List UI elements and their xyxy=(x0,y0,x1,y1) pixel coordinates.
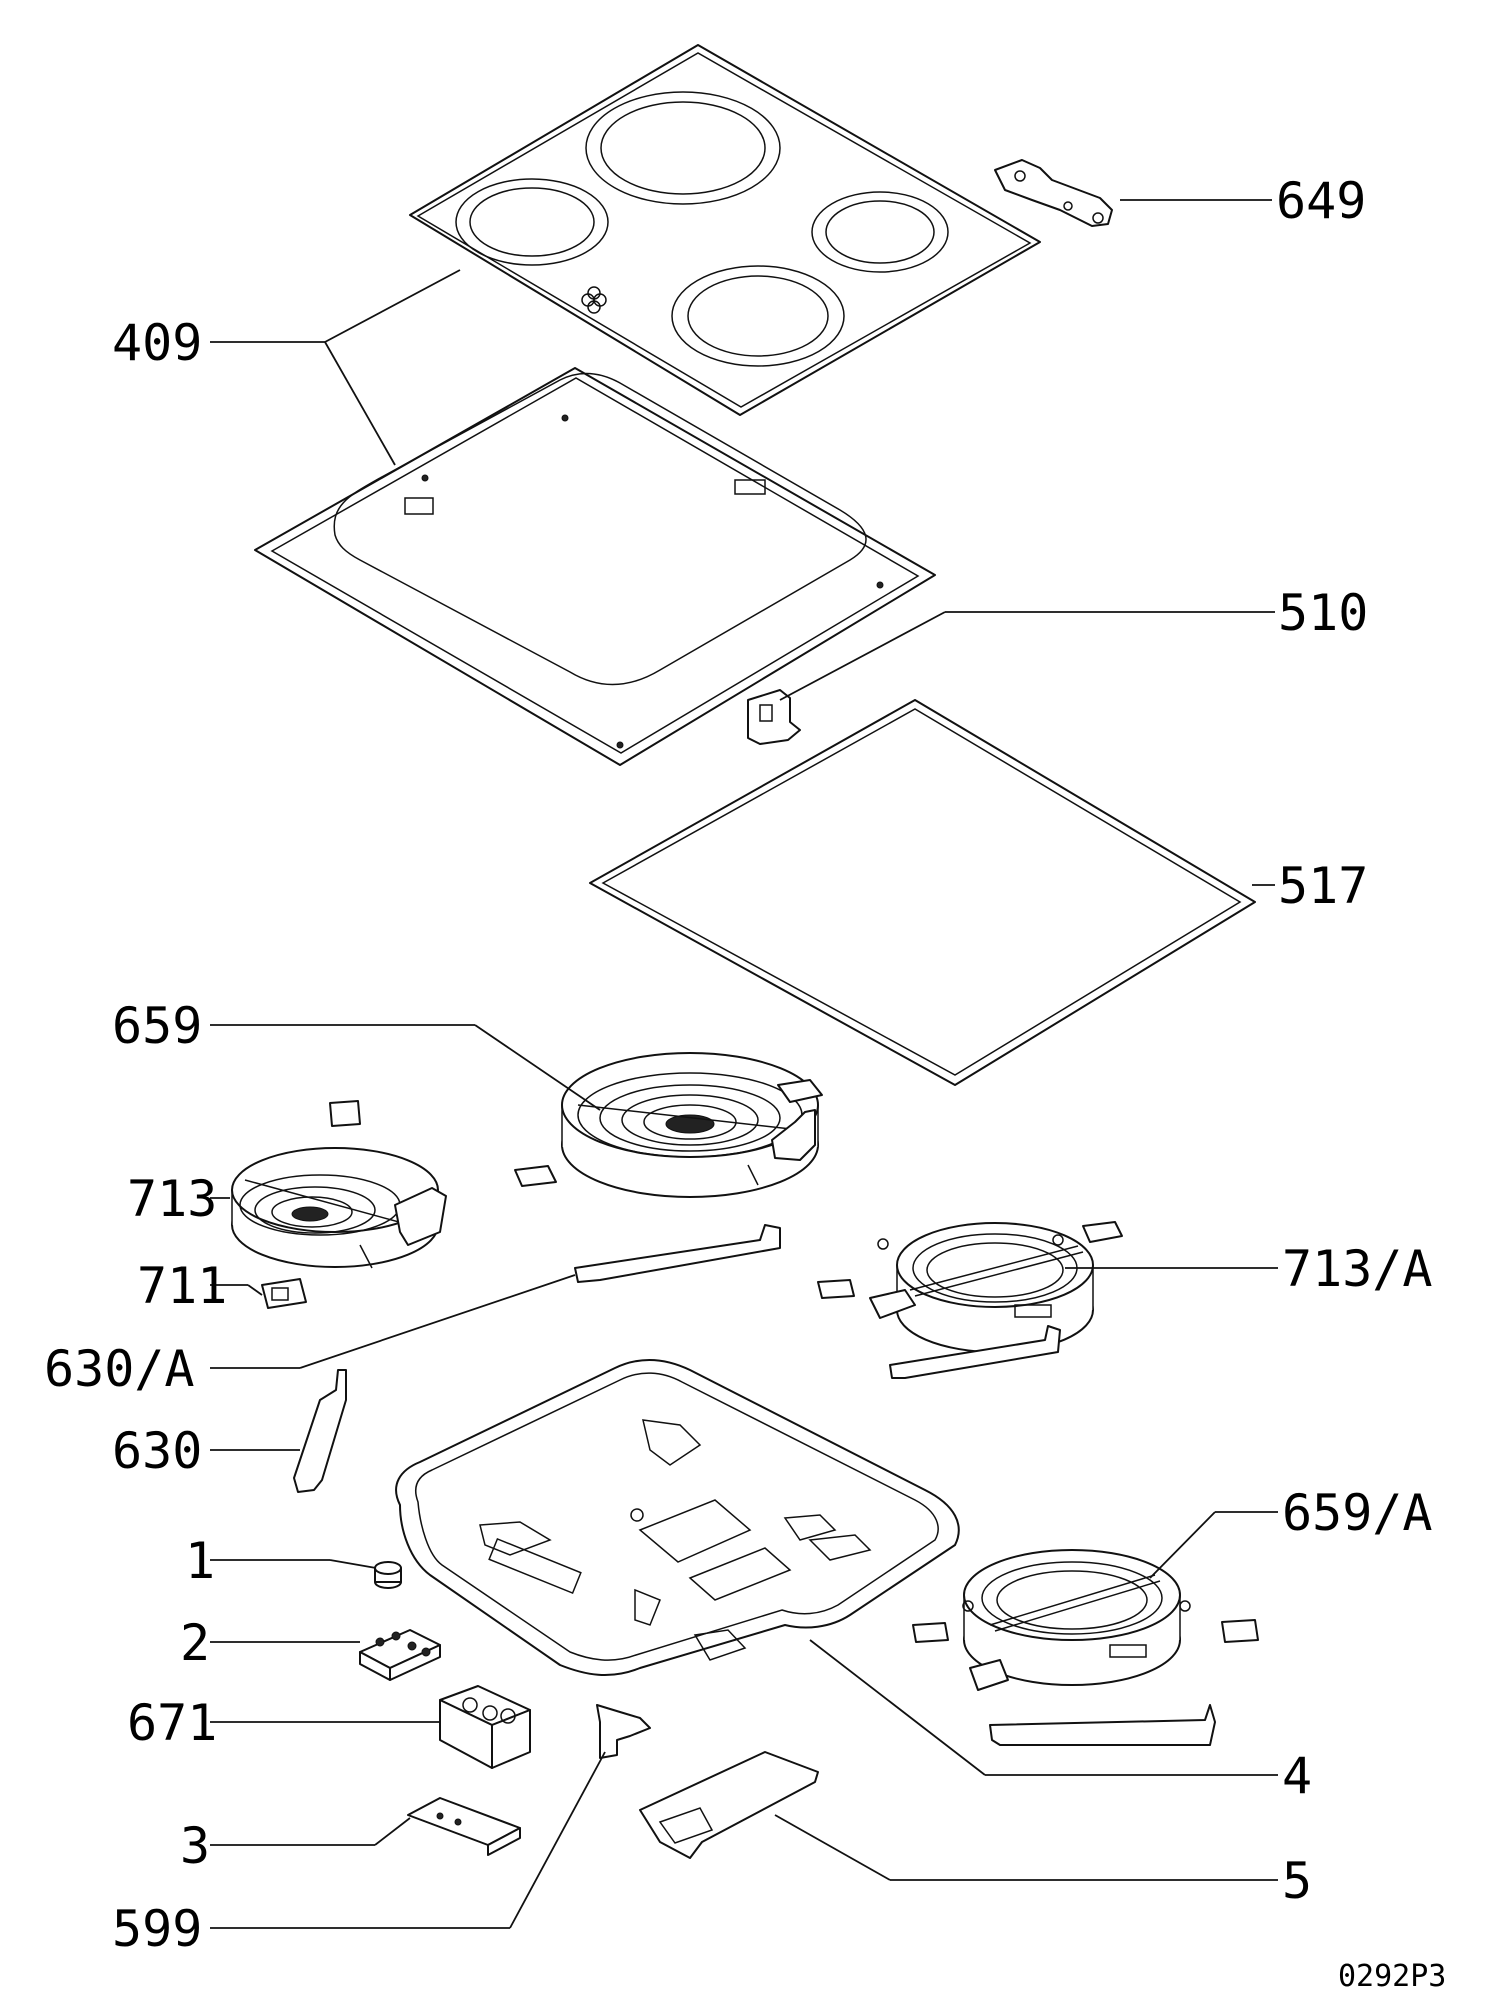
plate-3[interactable] xyxy=(407,1797,521,1856)
leader-lines xyxy=(210,199,1278,1929)
label-671: 671 xyxy=(127,1694,217,1752)
label-4: 4 xyxy=(1282,1747,1312,1805)
hob-frame[interactable] xyxy=(254,367,936,766)
label-1: 1 xyxy=(185,1532,215,1590)
heating-element-713a[interactable] xyxy=(869,1222,1094,1353)
cover-plate-5[interactable] xyxy=(639,1751,819,1859)
terminal-block-2[interactable] xyxy=(359,1629,441,1681)
part-labels: 649 409 510 517 659 713 711 713/A 630/A … xyxy=(44,172,1446,1994)
base-tray-4[interactable] xyxy=(395,1358,960,1677)
clip-659a-left[interactable] xyxy=(912,1622,949,1643)
clip-659-left[interactable] xyxy=(514,1165,557,1187)
clip-713a-left[interactable] xyxy=(817,1279,855,1299)
clip-711[interactable] xyxy=(261,1278,307,1309)
label-409: 409 xyxy=(112,314,202,372)
label-5: 5 xyxy=(1282,1852,1312,1910)
bracket-630a[interactable] xyxy=(574,1224,781,1283)
bracket-659a[interactable] xyxy=(989,1704,1216,1746)
label-510: 510 xyxy=(1278,584,1368,642)
clip-713[interactable] xyxy=(329,1100,361,1127)
label-3: 3 xyxy=(180,1817,210,1875)
label-649: 649 xyxy=(1276,172,1366,230)
clip-713a-right[interactable] xyxy=(1082,1221,1123,1243)
label-2: 2 xyxy=(180,1614,210,1672)
heating-element-659a[interactable] xyxy=(962,1549,1191,1691)
label-659: 659 xyxy=(112,997,202,1055)
label-713a: 713/A xyxy=(1282,1240,1433,1298)
label-630: 630 xyxy=(112,1422,202,1480)
label-599: 599 xyxy=(112,1900,202,1958)
heating-element-713[interactable] xyxy=(231,1147,447,1269)
bracket-649[interactable] xyxy=(994,159,1113,227)
part-1[interactable] xyxy=(374,1561,402,1589)
label-630a: 630/A xyxy=(44,1340,195,1398)
bracket-599[interactable] xyxy=(596,1704,651,1759)
label-659a: 659/A xyxy=(1282,1484,1433,1542)
label-517: 517 xyxy=(1278,857,1368,915)
drawing-code: 0292P3 xyxy=(1338,1959,1446,1994)
seal-517[interactable] xyxy=(589,699,1256,1086)
housing-671[interactable] xyxy=(439,1685,531,1769)
clip-659-right[interactable] xyxy=(777,1079,823,1103)
clip-510[interactable] xyxy=(747,689,801,745)
heating-element-659[interactable] xyxy=(561,1052,819,1198)
ceramic-hob-top[interactable] xyxy=(409,44,1041,416)
label-713: 713 xyxy=(127,1170,217,1228)
clip-659a-right[interactable] xyxy=(1221,1619,1259,1643)
bracket-713a[interactable] xyxy=(889,1325,1061,1379)
label-711: 711 xyxy=(137,1257,227,1315)
bracket-630[interactable] xyxy=(293,1369,347,1493)
